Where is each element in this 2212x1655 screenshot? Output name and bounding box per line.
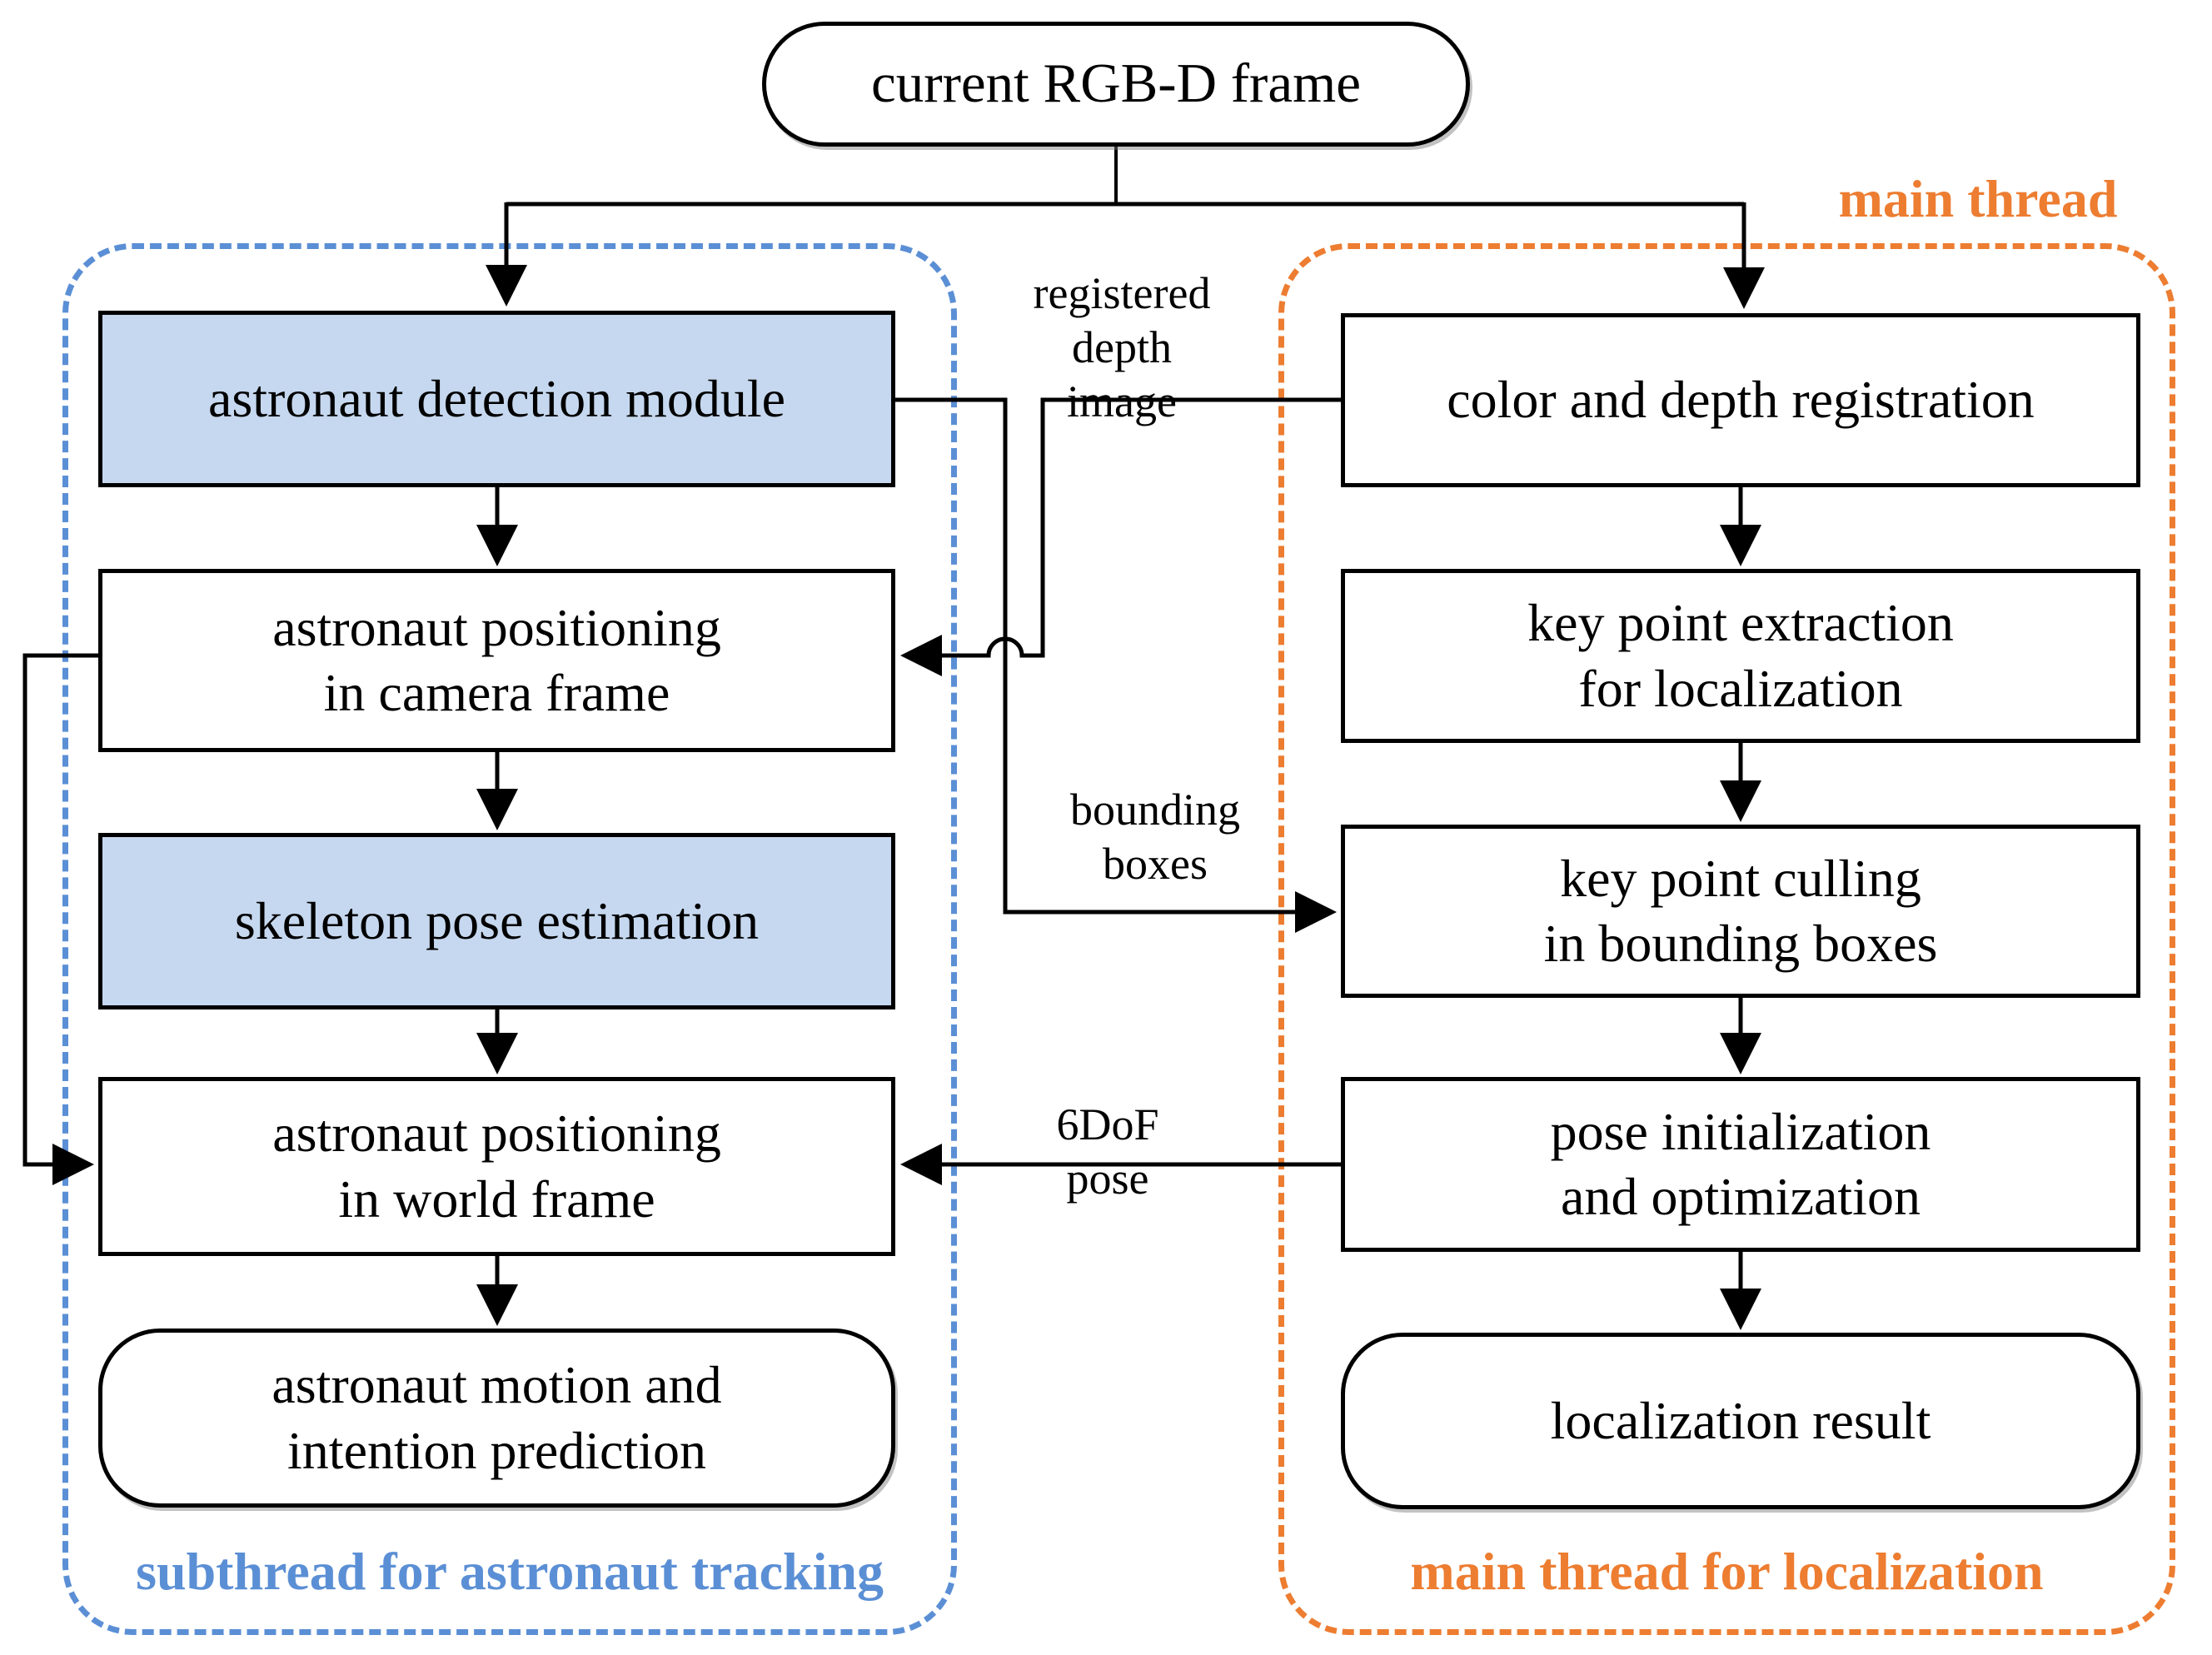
subthread-container bbox=[62, 243, 957, 1635]
node-key-point-extraction: key point extraction for localization bbox=[1341, 569, 2140, 743]
edge-label-6dof-pose: 6DoF pose bbox=[1056, 1099, 1159, 1204]
main-thread-annotation: main thread bbox=[1838, 169, 2118, 228]
node-color-depth-registration: color and depth registration bbox=[1341, 313, 2140, 487]
node-key-point-culling: key point culling in bounding boxes bbox=[1341, 825, 2140, 998]
node-astronaut-detection-module: astronaut detection module bbox=[98, 311, 895, 487]
main-thread-container-label: main thread for localization bbox=[1410, 1542, 2044, 1601]
node-localization-result: localization result bbox=[1341, 1333, 2140, 1509]
edge-registered-depth-image bbox=[900, 397, 1341, 676]
node-astronaut-motion-intention-prediction: astronaut motion and intention predictio… bbox=[98, 1328, 895, 1508]
edge-label-registered-depth-image: registered depth image bbox=[1033, 268, 1211, 426]
subthread-container-label: subthread for astronaut tracking bbox=[136, 1542, 884, 1601]
node-current-rgbd-frame: current RGB-D frame bbox=[762, 22, 1470, 147]
edge-bounding-boxes bbox=[895, 397, 1337, 933]
node-astronaut-positioning-world-frame: astronaut positioning in world frame bbox=[98, 1077, 895, 1256]
node-pose-initialization-optimization: pose initialization and optimization bbox=[1341, 1077, 2140, 1252]
main-thread-container bbox=[1278, 243, 2175, 1635]
edge-camera-to-world-feedback bbox=[22, 653, 98, 1185]
node-astronaut-positioning-camera-frame: astronaut positioning in camera frame bbox=[98, 569, 895, 752]
edge-label-bounding-boxes: bounding boxes bbox=[1069, 785, 1241, 889]
node-skeleton-pose-estimation: skeleton pose estimation bbox=[98, 833, 895, 1009]
